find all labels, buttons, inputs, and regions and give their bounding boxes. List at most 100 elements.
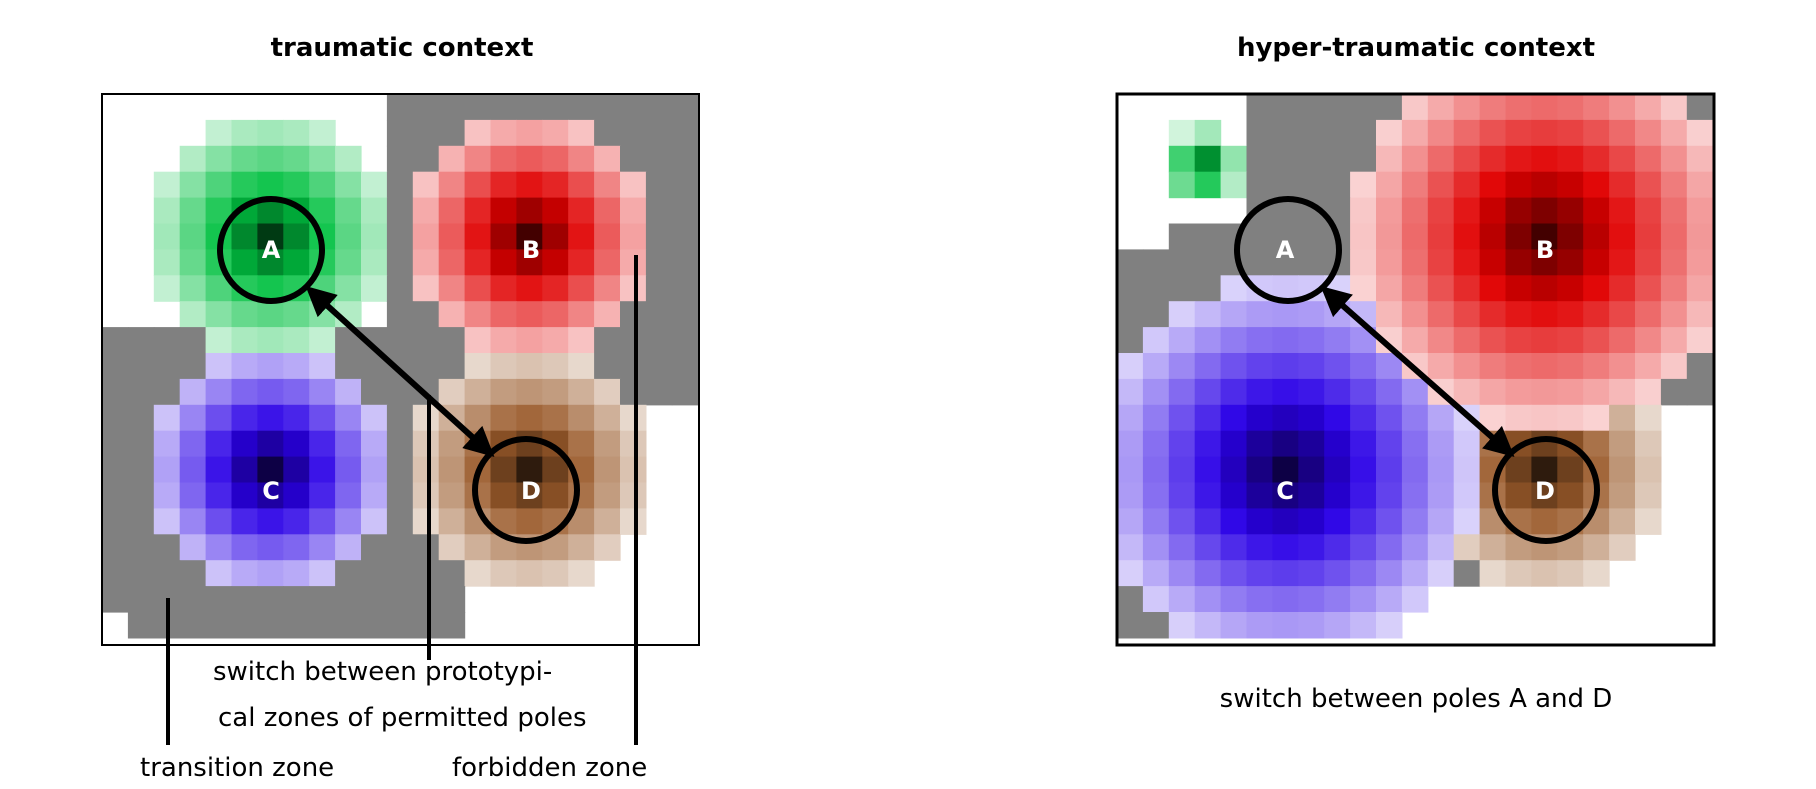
left-grid-cell: [620, 327, 647, 354]
right-grid-cell: [1376, 430, 1403, 458]
left-grid-cell: [361, 378, 388, 406]
right-grid-cell: [1686, 223, 1714, 250]
right-grid-cell: [1401, 560, 1429, 587]
left-grid-cell: [386, 586, 414, 613]
right-grid-cell: [1168, 612, 1196, 639]
right-grid-cell: [1194, 482, 1222, 509]
left-grid-cell: [257, 586, 284, 613]
left-grid-cell: [516, 171, 543, 199]
right-grid-cell: [1350, 482, 1377, 509]
left-grid-cell: [645, 378, 673, 406]
left-grid-cell: [283, 456, 310, 484]
right-grid-cell: [1401, 145, 1429, 173]
left-grid-cell: [102, 353, 129, 380]
left-grid-cell: [283, 612, 310, 639]
right-grid-cell: [1583, 301, 1610, 328]
right-grid-cell: [1686, 301, 1714, 328]
right-grid-cell: [1635, 456, 1662, 484]
right-grid-cell: [1660, 378, 1688, 406]
left-grid-cell: [386, 430, 414, 458]
right-grid-cell: [1557, 482, 1584, 509]
pole-label-c-left: C: [262, 477, 280, 505]
left-grid-cell: [412, 145, 440, 173]
left-grid-cell: [542, 482, 569, 509]
panel-right-title: hyper-traumatic context: [1237, 33, 1595, 63]
left-grid-cell: [594, 275, 621, 302]
right-grid-cell: [1635, 145, 1662, 173]
right-grid-cell: [1324, 508, 1351, 535]
right-grid-cell: [1505, 482, 1532, 509]
left-grid-cell: [490, 378, 517, 406]
left-grid-cell: [464, 327, 492, 354]
right-grid-cell: [1168, 327, 1196, 354]
right-grid-cell: [1246, 327, 1273, 354]
right-grid-cell: [1142, 612, 1170, 639]
left-grid-cell: [542, 94, 569, 121]
right-grid-cell: [1635, 119, 1662, 147]
left-grid-cell: [620, 508, 647, 535]
right-grid-cell: [1583, 94, 1610, 121]
right-grid-cell: [1401, 275, 1429, 302]
left-grid-cell: [542, 171, 569, 199]
left-grid-cell: [620, 94, 647, 121]
right-grid-cell: [1453, 353, 1481, 380]
right-grid-cell: [1505, 560, 1532, 587]
right-grid-cell: [1609, 482, 1636, 509]
left-grid-cell: [283, 586, 310, 613]
right-grid-cell: [1427, 301, 1455, 328]
left-grid-cell: [620, 171, 647, 199]
right-grid-cell: [1660, 119, 1688, 147]
left-grid-cell: [542, 353, 569, 380]
left-grid-cell: [438, 94, 466, 121]
right-grid-cell: [1220, 171, 1248, 199]
right-grid-cell: [1609, 94, 1636, 121]
left-grid-cell: [645, 275, 673, 302]
right-grid-cell: [1168, 430, 1196, 458]
right-grid-cell: [1583, 430, 1610, 458]
pole-label-d-left: D: [521, 477, 541, 505]
right-grid-cell: [1194, 327, 1222, 354]
right-grid-cell: [1531, 378, 1558, 406]
left-grid-cell: [464, 223, 492, 250]
left-grid-cell: [568, 119, 595, 147]
left-grid-cell: [594, 327, 621, 354]
left-grid-cell: [620, 275, 647, 302]
right-grid-cell: [1117, 560, 1144, 587]
left-grid-cell: [283, 378, 310, 406]
right-grid-cell: [1686, 275, 1714, 302]
right-grid-cell: [1531, 197, 1558, 225]
left-grid-cell: [568, 560, 595, 587]
right-grid-cell: [1350, 404, 1377, 432]
right-grid-cell: [1324, 534, 1351, 561]
left-grid-cell: [335, 430, 362, 458]
right-grid-cell: [1583, 223, 1610, 250]
right-grid-cell: [1427, 171, 1455, 199]
left-grid-cell: [102, 534, 129, 561]
right-grid-cell: [1324, 378, 1351, 406]
right-grid-cell: [1194, 145, 1222, 173]
right-grid-cell: [1401, 223, 1429, 250]
right-grid-cell: [1298, 119, 1325, 147]
left-grid-cell: [671, 145, 699, 173]
right-grid-cell: [1246, 534, 1273, 561]
right-grid-cell: [1142, 378, 1170, 406]
right-grid-cell: [1220, 145, 1248, 173]
right-grid-cell: [1246, 119, 1273, 147]
left-grid-cell: [179, 327, 207, 354]
right-grid-cell: [1298, 586, 1325, 613]
right-grid-cell: [1168, 456, 1196, 484]
left-grid-cell: [179, 430, 207, 458]
left-grid-cell: [620, 145, 647, 173]
right-grid-cell: [1117, 508, 1144, 535]
right-grid-cell: [1376, 508, 1403, 535]
right-grid-cell: [1427, 353, 1455, 380]
left-grid-cell: [361, 534, 388, 561]
right-grid-cell: [1505, 119, 1532, 147]
right-grid-cell: [1142, 430, 1170, 458]
left-grid-cell: [438, 378, 466, 406]
left-grid-cell: [361, 223, 388, 250]
left-grid-cell: [257, 560, 284, 587]
left-grid-cell: [438, 353, 466, 380]
left-grid-cell: [568, 145, 595, 173]
left-grid-cell: [542, 301, 569, 328]
